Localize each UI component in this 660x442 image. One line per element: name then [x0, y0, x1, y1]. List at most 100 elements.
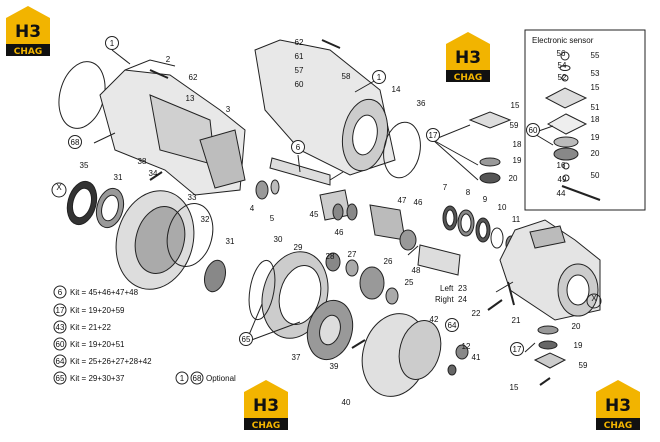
part-callout: 51 — [591, 103, 600, 112]
part-callout: 68 — [71, 138, 80, 147]
part-callout: 7 — [443, 183, 448, 192]
brand-logo: H3 CHAG — [244, 380, 288, 431]
part-callout: 31 — [114, 173, 123, 182]
part-callout: 1 — [110, 39, 115, 48]
part-callout: 20 — [572, 322, 581, 331]
kit-row: 60 Kit = 19+20+51 — [53, 337, 125, 351]
parts-drawing — [51, 39, 602, 397]
callout-circle — [510, 342, 524, 356]
part-callout: 62 — [189, 73, 198, 82]
part-callout: 44 — [557, 189, 566, 198]
part-callout: 30 — [274, 235, 283, 244]
kit-number: 65 — [56, 374, 65, 383]
kit-number: 60 — [56, 340, 65, 349]
part-callout: 16 — [557, 161, 566, 170]
part-callout: 65 — [242, 335, 251, 344]
part-callout: 14 — [392, 85, 401, 94]
electronic-sensor-panel: Electronic sensor — [524, 29, 646, 211]
part-callout: 37 — [292, 353, 301, 362]
logo-sub: CHAG — [454, 73, 483, 83]
kit-row: 17 Kit = 19+20+59 — [53, 303, 125, 317]
part-callout: 64 — [448, 321, 457, 330]
part-callout: 42 — [430, 315, 439, 324]
part-callout: 17 — [513, 345, 522, 354]
part-callout: 45 — [310, 210, 319, 219]
part-callout: 19 — [591, 133, 600, 142]
part-callout: 60 — [529, 126, 538, 135]
right-label: Right — [435, 295, 454, 304]
kit-row: 6 Kit = 45+46+47+48 — [53, 285, 139, 299]
part-callout: 19 — [574, 341, 583, 350]
logo-sub: CHAG — [252, 421, 281, 431]
right-number: 24 — [458, 295, 467, 304]
kit-text: Kit = 19+20+59 — [70, 306, 125, 315]
logo-main: H3 — [253, 396, 279, 416]
part-callout: 52 — [558, 73, 567, 82]
callout-circle — [68, 135, 82, 149]
part-callout: 39 — [330, 362, 339, 371]
part-callout: 15 — [510, 383, 519, 392]
left-number: 23 — [458, 284, 467, 293]
callout-circle — [105, 36, 119, 50]
kit-text: Kit = 29+30+37 — [70, 374, 125, 383]
kit-row: 43 Kit = 21+22 — [53, 320, 111, 334]
part-callout: 20 — [509, 174, 518, 183]
part-callout: 2 — [166, 55, 171, 64]
callout-circle — [291, 140, 305, 154]
part-callout: X — [591, 294, 597, 303]
part-callout: 12 — [462, 342, 471, 351]
part-callout: 6 — [296, 143, 301, 152]
logo-sub: CHAG — [604, 421, 633, 431]
part-callout: 15 — [591, 83, 600, 92]
part-callout: 40 — [342, 398, 351, 407]
part-callout: 41 — [472, 353, 481, 362]
part-callout: 48 — [412, 266, 421, 275]
kit-number: 64 — [56, 357, 65, 366]
panel-title: Electronic sensor — [532, 36, 594, 45]
part-callout: 59 — [579, 361, 588, 370]
part-callout: 1 — [377, 73, 382, 82]
part-callout: 62 — [295, 38, 304, 47]
part-callout: 53 — [591, 69, 600, 78]
logo-main: H3 — [15, 22, 41, 42]
part-callout: 5 — [270, 214, 275, 223]
side-labels: Left 23 Right 24 — [435, 284, 467, 304]
kit-row: 65 Kit = 29+30+37 — [53, 371, 125, 385]
part-callout: 31 — [226, 237, 235, 246]
part-callout: 11 — [512, 215, 521, 224]
kit-number: 43 — [56, 323, 65, 332]
optional-text: Optional — [206, 374, 236, 383]
part-callout: 4 — [250, 204, 255, 213]
part-callout: 22 — [472, 309, 481, 318]
part-callout: 55 — [591, 51, 600, 60]
part-callout: 33 — [188, 193, 197, 202]
callout-circle — [426, 128, 440, 142]
part-callout: 8 — [466, 188, 471, 197]
part-callout: 61 — [295, 52, 304, 61]
kit-text: Kit = 45+46+47+48 — [70, 288, 139, 297]
optional-note: 1 68 Optional — [175, 371, 236, 385]
part-callout: 20 — [591, 149, 600, 158]
part-callout: 58 — [342, 72, 351, 81]
kit-legend: 6 Kit = 45+46+47+48 17 Kit = 19+20+59 43… — [53, 285, 152, 385]
part-callout: 56 — [557, 49, 566, 58]
kit-number: 6 — [58, 288, 63, 297]
kit-row: 64 Kit = 25+26+27+28+42 — [53, 354, 152, 368]
part-callout: 27 — [348, 250, 357, 259]
brand-logo: H3 CHAG — [446, 32, 490, 83]
part-callout: 13 — [186, 94, 195, 103]
part-callout: 59 — [510, 121, 519, 130]
part-callout: 54 — [558, 61, 567, 70]
callout-circle — [526, 123, 540, 137]
part-callout: 19 — [513, 156, 522, 165]
logo-main: H3 — [455, 48, 481, 68]
part-callout: 9 — [483, 195, 488, 204]
part-callout: 18 — [591, 115, 600, 124]
part-callout: 25 — [405, 278, 414, 287]
part-callout: 29 — [294, 243, 303, 252]
part-callout: 46 — [414, 198, 423, 207]
kit-number: 17 — [56, 306, 65, 315]
optional-b: 68 — [193, 374, 202, 383]
brand-logo: H3 CHAG — [596, 380, 640, 431]
